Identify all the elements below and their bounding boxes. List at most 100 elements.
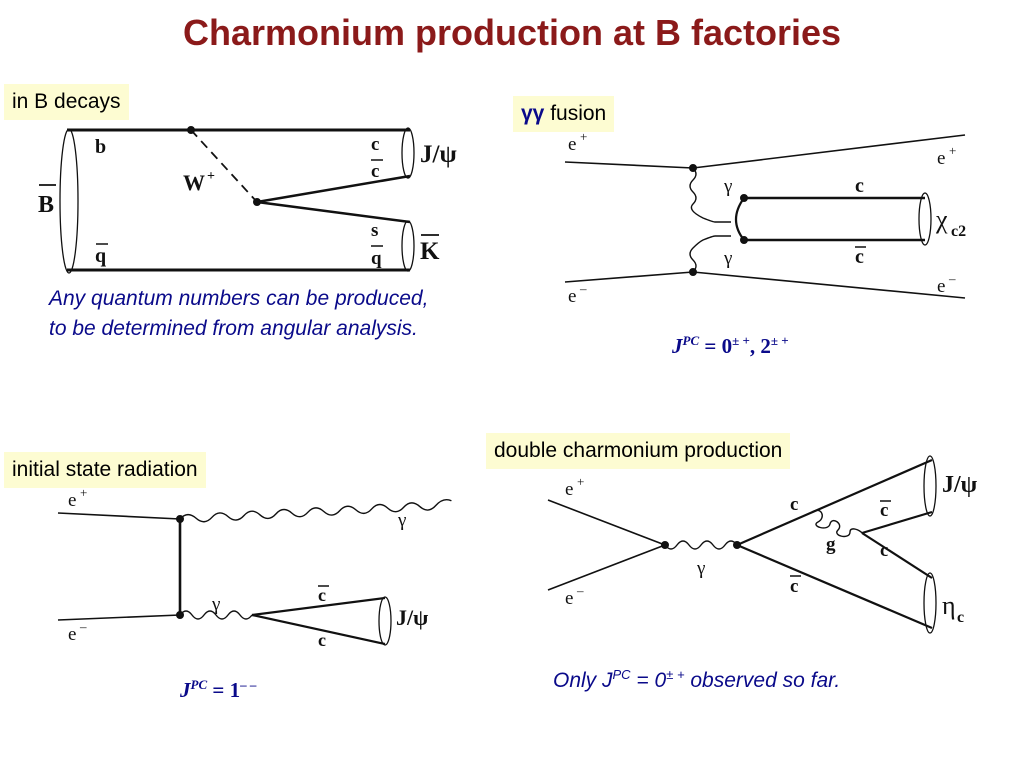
jpc-gg-sup3: ± + [770,333,789,348]
b-label: b [95,136,106,158]
note-any-quantum: Any quantum numbers can be produced, to … [49,284,428,344]
page-title: Charmonium production at B factories [182,12,842,53]
photon-upper [689,167,731,223]
label-b-decays: in B decays [4,84,129,120]
isr-gamma-out: γ [397,510,406,531]
label-double-charmonium: double charmonium production [486,433,791,469]
b-meson-ellipse [59,128,79,274]
em-out-line [692,271,966,299]
cbar-label: c [371,161,379,182]
dc-jpsi-ellipse [923,455,937,517]
dc-cbar-line [736,543,933,630]
gg-c: c [855,175,864,197]
vertex-gg2 [689,268,697,276]
cbar-quark-line [256,174,411,204]
dc-c-line [736,458,933,547]
only-sup1: PC [612,667,631,682]
gg-word: fusion [544,102,607,125]
diagram-gg-fusion [564,134,966,299]
only-post: observed so far. [684,669,841,692]
diagram-gg-labels: e + e + e – e – γ γ c c χ c2 [568,129,966,307]
dc-ep: e [565,479,573,500]
isr-photon-out [179,499,452,523]
jpc-isr-sup2: – – [240,677,257,692]
quark-box [734,197,745,241]
isr-jpsi-ellipse [378,596,392,646]
vertex-gg3 [740,194,748,202]
chi-ellipse [918,192,932,246]
diagram-isr-labels: e + e – γ γ c c J/ψ [68,485,428,650]
gg-gamma2: γ [723,248,732,269]
gg-em-in: e [568,286,576,307]
dc-em: e [565,588,573,609]
diagram-isr [57,499,452,646]
isr-ep-line [57,512,181,520]
dc-em-minus: – [576,583,584,598]
k-ellipse [401,220,415,272]
jpc-gg-mid1: = 0 [699,334,733,358]
gg-ep-out-plus: + [949,143,956,158]
isr-em-minus: – [79,619,87,634]
isr-vertex2 [176,611,184,619]
dc-photon [664,540,738,550]
dc-gamma: γ [696,558,705,579]
w-plus-label: + [207,169,215,184]
gg-ep-in: e [568,134,576,155]
jpc-gg-j: J [672,334,683,358]
dc-g: g [826,534,836,555]
gg-em-out-minus: – [948,271,956,286]
only-sup2: ± + [666,667,685,682]
diagram-double [547,455,937,634]
jpsi-ellipse [401,127,415,179]
only-mid: = 0 [630,669,667,692]
isr-ep-plus: + [80,485,87,500]
dc-cbar1: c [790,576,798,597]
dc-ep-line [547,499,666,546]
isr-c: c [318,630,326,650]
isr-cbar-line [251,596,386,617]
isr-c-line [251,613,386,646]
label-gg-fusion: γγ fusion [513,96,615,132]
vertex-gg1 [689,164,697,172]
isr-gamma-int: γ [211,594,220,615]
gg-chi: χ [935,205,948,234]
isr-cbar: c [318,585,326,605]
dc-jpsi: J/ψ [942,472,978,498]
dc-c1: c [790,494,798,515]
gg-ep-out: e [937,148,945,169]
jpc-gg-mid2: , 2 [749,334,771,358]
isr-photon-int [179,610,253,620]
isr-ep: e [68,490,76,511]
jpc-gg-sup: PC [682,333,700,348]
dc-vertex1 [661,541,669,549]
dc-ep-plus: + [577,474,584,489]
diagram-b-decay [59,126,415,274]
jpc-isr-sup: PC [190,677,208,692]
ep-out-line [692,134,966,169]
c-label: c [371,134,379,155]
s-quark-line [256,200,411,224]
isr-em: e [68,624,76,645]
isr-vertex1 [176,515,184,523]
dc-gluon [811,509,863,538]
jpsi-label: J/ψ [420,141,457,168]
gg-chi-sub: c2 [951,223,966,240]
gg-em-out: e [937,276,945,297]
w-label: W [183,170,205,195]
gg-ep-in-plus: + [580,129,587,144]
label-isr: initial state radiation [4,452,206,488]
jpc-gg: JPC = 0± +, 2± + [672,333,789,359]
bbar-label: B [38,192,54,218]
dc-c2: c [880,540,888,561]
gg-symbol: γγ [521,102,545,125]
isr-jpsi: J/ψ [396,605,428,630]
w-boson-line [190,129,258,203]
jpc-gg-sup2: ± + [732,333,750,348]
dc-eta-ellipse [923,572,937,634]
ep-in-line [564,161,694,169]
photon-lower [689,235,731,273]
vertex-w-emit [187,126,195,134]
diagram-double-labels: e + e – γ c c g c c J/ψ η c [565,472,978,626]
note-any-line2: to be determined from angular analysis. [49,317,418,340]
